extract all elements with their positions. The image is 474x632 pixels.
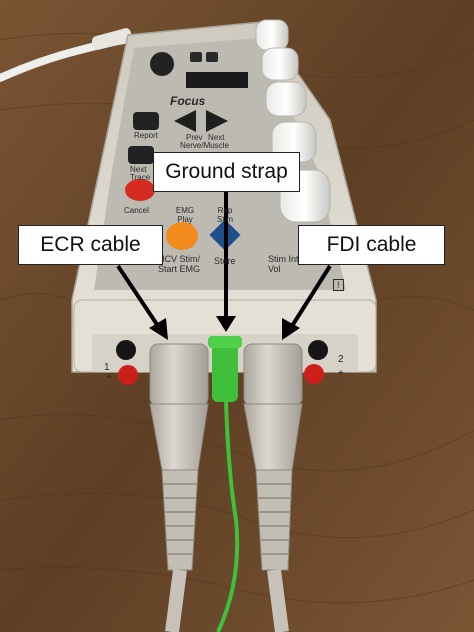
knob-3: [265, 81, 307, 117]
knob-2: [261, 47, 299, 81]
prev-arrow-key: [174, 110, 196, 132]
fdi-strain-relief: [255, 469, 293, 571]
ecr-arrowhead: [149, 318, 168, 340]
fdi-plug-head: [243, 343, 303, 407]
right-red-jack: [304, 364, 324, 384]
ground-connector: [212, 336, 238, 402]
fdi-plug-assembly: [243, 343, 303, 632]
warning-symbol: !: [333, 279, 344, 291]
next-key-label: Next: [208, 133, 225, 142]
cable-strain-relief: [91, 28, 133, 50]
lcd-display: [186, 72, 248, 88]
small-key-1: [190, 52, 202, 62]
port-1-sign: +: [106, 372, 112, 383]
left-black-jack: [116, 340, 136, 360]
red-cancel-button: [125, 179, 155, 201]
top-round-button: [150, 52, 174, 76]
stim-int-vol-label: Stim Int Vol: [268, 254, 299, 274]
knob-1: [255, 19, 289, 51]
orange-ncv-button: [166, 222, 198, 250]
ground-arrowhead: [216, 316, 236, 332]
ecr-plug-head: [149, 343, 209, 407]
report-key: [133, 112, 159, 130]
right-black-jack: [308, 340, 328, 360]
next-trace-label: Next Trace: [130, 165, 151, 182]
ground-connector-ring: [208, 336, 242, 348]
fdi-cable: [267, 569, 289, 632]
prev-key-label: Prev: [186, 133, 203, 142]
small-key-2: [206, 52, 218, 62]
store-label: Store: [214, 256, 236, 266]
nerve-muscle-label: Nerve/Muscle: [180, 141, 229, 150]
left-red-jack: [118, 365, 138, 385]
fdi-arrow-line: [290, 264, 332, 328]
report-key-label: Report: [134, 131, 159, 140]
fdi-cable-label: FDI cable: [298, 225, 445, 265]
ground-strap-label: Ground strap: [153, 152, 300, 192]
ecr-strain-relief: [161, 469, 199, 571]
brand-logo: Focus: [170, 94, 206, 108]
ecr-arrow-line: [116, 264, 160, 328]
ground-wire: [216, 399, 240, 632]
next-trace-key: [128, 146, 154, 164]
annotation-arrows: [116, 192, 332, 340]
port-1-number: 1: [104, 362, 110, 373]
ecr-plug-assembly: [149, 343, 209, 632]
port-2-number: 2: [338, 354, 344, 365]
ecr-cable: [165, 569, 187, 632]
port-2-sign: +: [338, 368, 344, 379]
fdi-arrowhead: [282, 318, 300, 340]
emg-play-label: EMG Play: [175, 206, 195, 224]
ncv-stim-label: NCV Stim/ Start EMG: [158, 254, 201, 274]
ecr-cable-label: ECR cable: [18, 225, 163, 265]
next-arrow-key: [206, 110, 228, 132]
rep-stim-label: Rep Stim: [217, 206, 233, 224]
cancel-label: Cancel: [124, 206, 149, 215]
